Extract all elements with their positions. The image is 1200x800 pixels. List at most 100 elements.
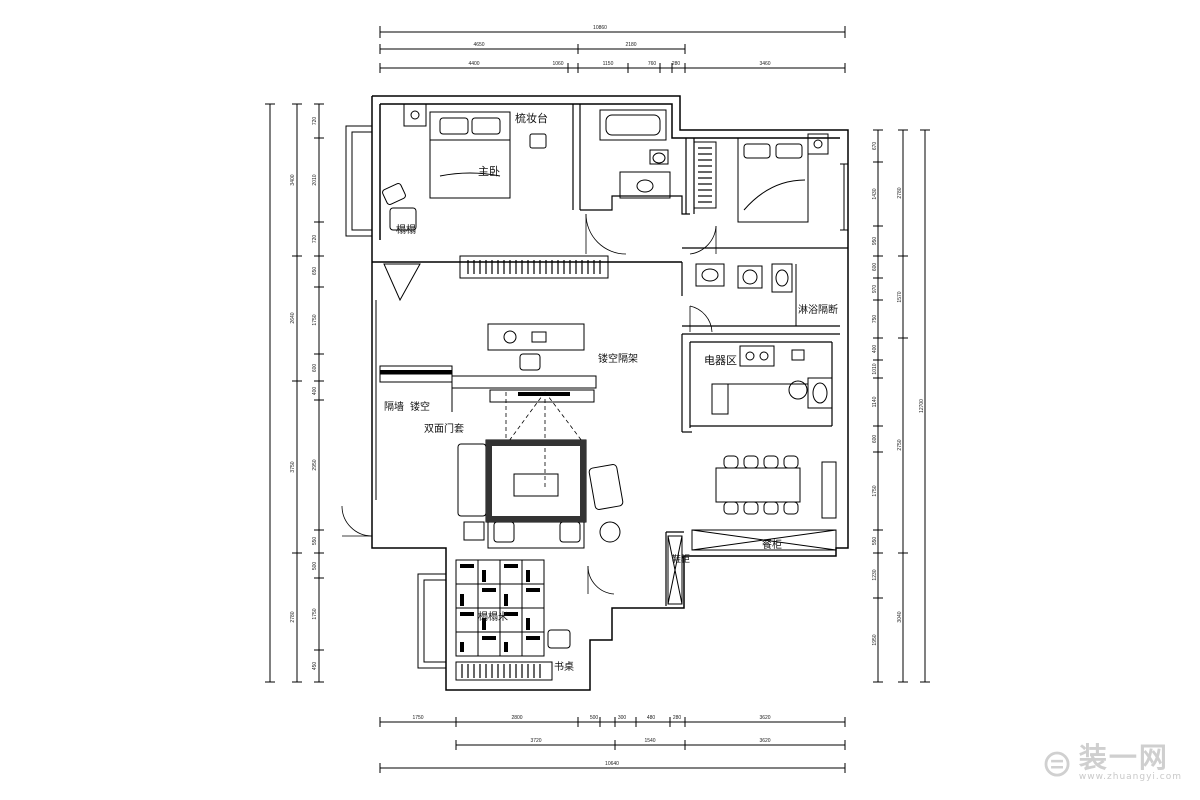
dim-right-inner: 670 <box>872 142 878 151</box>
tatami-bookshelf <box>455 629 571 681</box>
dim-bottom-mid: 3720 <box>530 738 541 744</box>
partition-plants <box>379 263 453 383</box>
dim-right-mid: 3040 <box>897 611 903 622</box>
label-shower-partition: 淋浴隔断 <box>798 303 838 316</box>
dim-top-detail: 3460 <box>759 61 770 67</box>
label-sideboard: 餐柜 <box>762 538 782 551</box>
label-hollow-rack: 镂空隔架 <box>598 352 638 365</box>
dim-bottom-detail: 1750 <box>412 715 423 721</box>
sink-master-bath <box>619 171 671 199</box>
dim-bottom-detail: 500 <box>590 715 599 721</box>
label-dresser: 梳妆台 <box>515 111 548 125</box>
doors <box>341 213 717 595</box>
dim-left-inner: 400 <box>312 387 318 396</box>
dim-bottom-mid: 1540 <box>644 738 655 744</box>
dim-right-inner: 750 <box>872 315 878 324</box>
dim-bottom-detail: 300 <box>618 715 627 721</box>
dim-right-total: 12700 <box>919 399 925 413</box>
nightstand-second <box>807 133 829 155</box>
bottom-dimension-lines <box>379 717 846 773</box>
dim-left-outer: 2780 <box>290 611 296 622</box>
dim-bottom-total: 10640 <box>605 761 619 767</box>
dim-left-inner: 500 <box>312 562 318 571</box>
dim-left-inner: 650 <box>312 267 318 276</box>
label-bedroom-lower-left: 榻榻 <box>396 223 416 236</box>
dim-bottom-detail: 3620 <box>759 715 770 721</box>
dim-left-inner: 450 <box>312 662 318 671</box>
tatami-bay <box>417 573 447 669</box>
watermark: ⊜ 装一网 www.zhuangyi.com <box>1041 741 1182 785</box>
dim-left-outer: 2640 <box>290 312 296 323</box>
dim-top-detail: 4400 <box>468 61 479 67</box>
sofa-fill <box>486 440 586 522</box>
dim-left-inner: 1750 <box>312 608 318 619</box>
wardrobe-master <box>459 255 609 279</box>
dim-left-outer: 3400 <box>290 174 296 185</box>
label-tatami: 榻榻米 <box>478 610 508 623</box>
dim-right-inner: 1010 <box>872 363 878 374</box>
tatami-mat <box>455 559 545 657</box>
dim-bottom-mid: 3620 <box>759 738 770 744</box>
room-labels: 主卧 梳妆台 榻榻 淋浴隔断 电器区 镂空隔架 隔墙 镂空 双面门套 餐柜 鞋柜… <box>384 111 838 673</box>
dim-right-inner: 950 <box>872 237 878 246</box>
dim-top-detail: 760 <box>648 61 657 67</box>
sofa-set <box>457 439 624 549</box>
label-partition-wall: 隔墙 <box>384 400 404 413</box>
dim-top-detail: 1060 <box>552 61 563 67</box>
wardrobe-second <box>693 141 717 209</box>
dresser-chair <box>529 133 547 149</box>
left-dimension-lines <box>265 103 324 683</box>
kitchen-fixtures <box>711 345 833 415</box>
label-shoe-cabinet: 鞋柜 <box>672 553 690 565</box>
dim-right-inner: 400 <box>872 345 878 354</box>
watermark-url: www.zhuangyi.com <box>1078 772 1182 782</box>
dim-right-inner: 1230 <box>872 569 878 580</box>
dim-left-inner: 720 <box>312 235 318 244</box>
top-dimension-lines <box>379 26 846 73</box>
dim-top-mid: 4650 <box>473 42 484 48</box>
label-master-bedroom: 主卧 <box>478 165 500 178</box>
dim-left-inner: 600 <box>312 364 318 373</box>
dim-right-inner: 1750 <box>872 485 878 496</box>
bathtub <box>599 109 667 141</box>
label-double-door-cover: 双面门套 <box>424 422 464 435</box>
dim-top-mid: 2180 <box>625 42 636 48</box>
dim-top-detail: 1150 <box>603 61 614 67</box>
bay-window-master <box>345 125 373 237</box>
dim-right-inner: 1140 <box>872 396 878 407</box>
dim-right-mid: 1570 <box>897 291 903 302</box>
dim-right-inner: 1430 <box>872 188 878 199</box>
label-hollow: 镂空 <box>410 400 430 413</box>
watermark-name: 装一网 <box>1078 741 1169 774</box>
dim-left-inner: 550 <box>312 537 318 546</box>
watermark-text: 装一网 www.zhuangyi.com <box>1078 741 1182 783</box>
shoe-cabinet <box>667 535 683 605</box>
second-bed <box>737 137 809 223</box>
dim-right-inner: 1950 <box>872 634 878 645</box>
right-dimension-lines <box>873 129 930 683</box>
dim-top-total: 10860 <box>593 25 607 31</box>
dim-bottom-detail: 280 <box>673 715 682 721</box>
dimension-labels: 10860 4650 2180 4400 1060 1150 760 280 3… <box>290 25 925 767</box>
watermark-logo-icon: ⊜ <box>1041 741 1073 785</box>
window-second <box>840 163 848 231</box>
dim-right-mid: 2780 <box>897 187 903 198</box>
dim-right-inner: 600 <box>872 435 878 444</box>
wardrobe-hatch <box>461 147 712 678</box>
dim-left-inner: 1750 <box>312 314 318 325</box>
dim-left-inner: 2950 <box>312 459 318 470</box>
tv-console-fill <box>380 370 570 396</box>
dim-right-inner: 970 <box>872 285 878 294</box>
sideboard-cabinet <box>691 461 837 551</box>
dim-bottom-detail: 480 <box>647 715 656 721</box>
dim-top-detail: 280 <box>672 61 681 67</box>
master-bed <box>429 111 511 199</box>
study-desk <box>451 323 597 412</box>
dim-right-inner: 550 <box>872 537 878 546</box>
dim-right-inner: 600 <box>872 263 878 272</box>
label-desk: 书桌 <box>554 660 574 673</box>
toilet-master-bath <box>649 149 669 165</box>
dim-left-outer: 3750 <box>290 461 296 472</box>
dim-left-inner: 2010 <box>312 174 318 185</box>
